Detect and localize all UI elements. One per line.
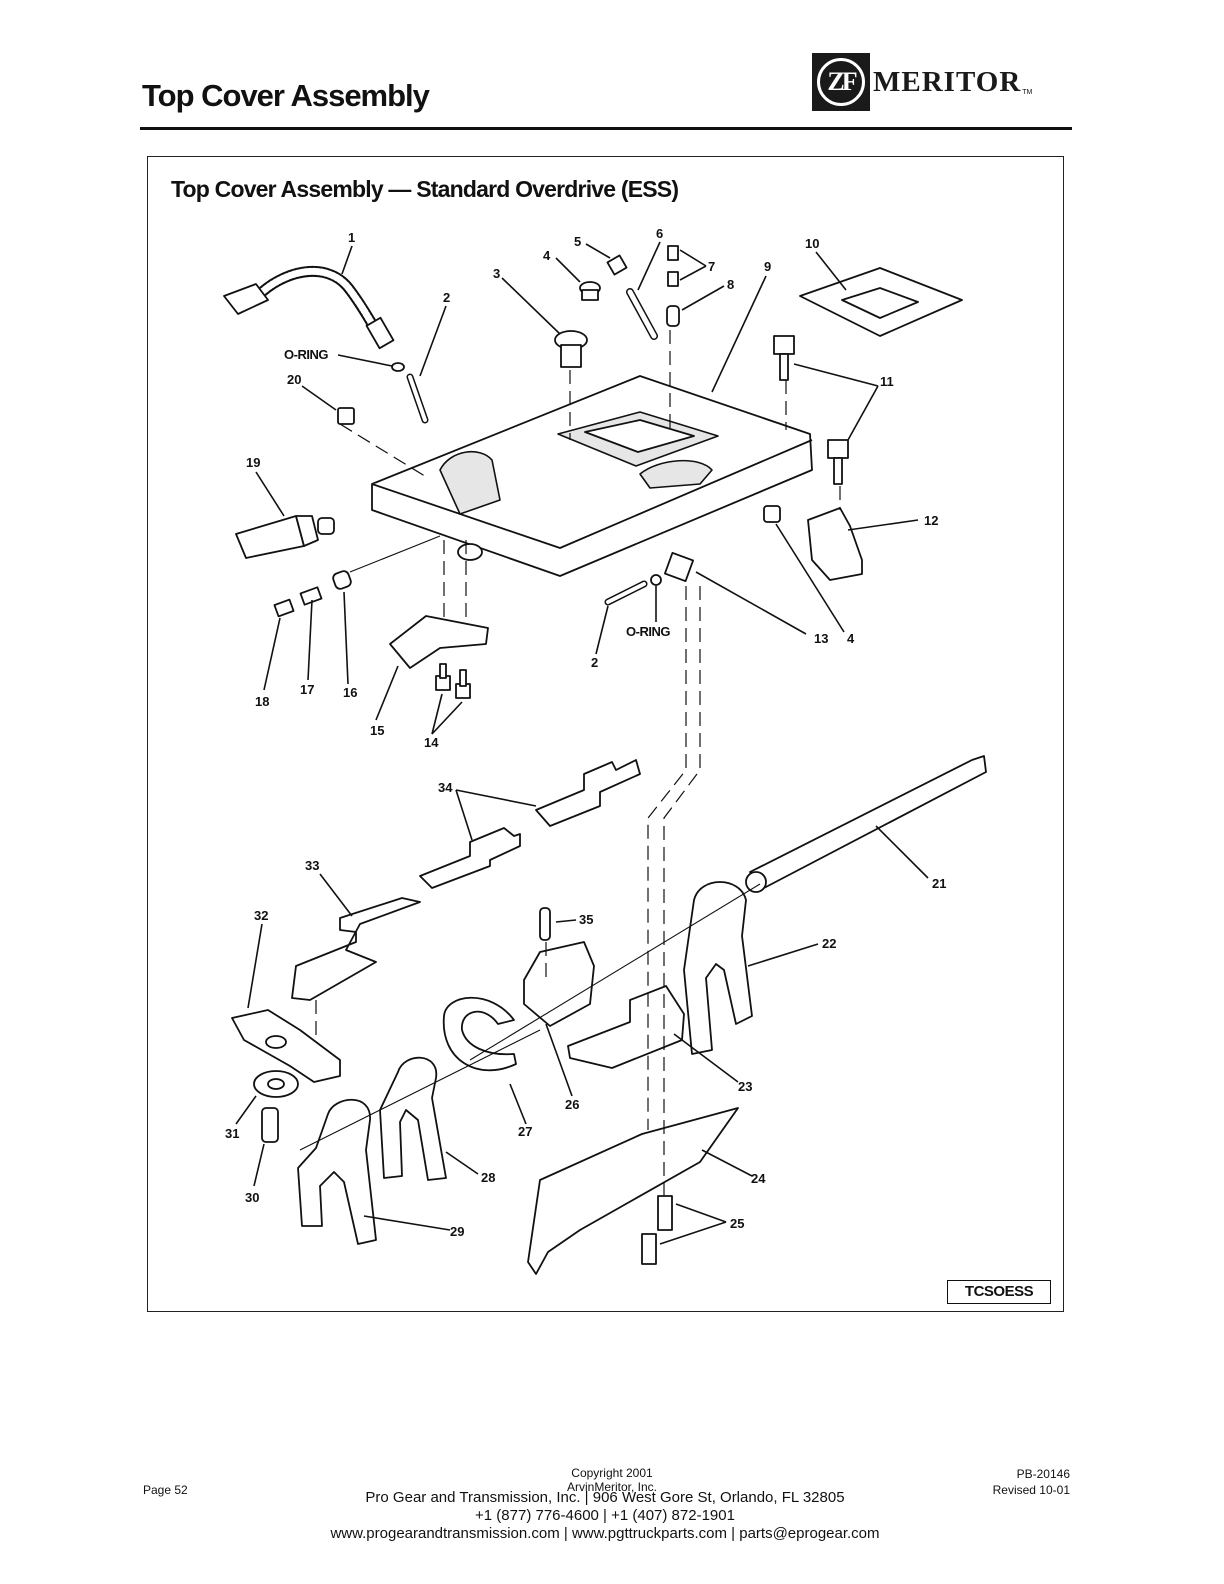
part-30-screw (261, 1107, 279, 1143)
callout-1: 1 (348, 230, 355, 245)
meritor-logo-word: MERITOR (873, 65, 1022, 98)
part-1-wiring-harness (223, 265, 395, 350)
figure-id-box: TCSOESS (947, 1280, 1051, 1304)
callout-4: 4 (543, 248, 551, 263)
callout-20: 20 (287, 372, 301, 387)
callout-3: 3 (493, 266, 500, 281)
part-4-plug (579, 281, 601, 301)
page-number: Page 52 (143, 1483, 188, 1497)
callout-9: 9 (764, 259, 771, 274)
callout-7: 7 (708, 259, 715, 274)
callout-33: 33 (305, 858, 319, 873)
callout-18: 18 (255, 694, 269, 709)
document-number: PB-20146 Revised 10-01 (960, 1466, 1070, 1498)
parts-16-18-detent (273, 535, 441, 618)
callout-30: 30 (245, 1190, 259, 1205)
callout-2b: 2 (591, 655, 598, 670)
part-20-plug (337, 407, 355, 425)
dealer-contact: Pro Gear and Transmission, Inc. | 906 We… (0, 1489, 1210, 1543)
page-title: Top Cover Assembly (142, 78, 430, 113)
callout-12: 12 (924, 513, 938, 528)
callout-26: 26 (565, 1097, 579, 1112)
part-13-plug (650, 552, 694, 586)
callout-22: 22 (822, 936, 836, 951)
part-3-breather (554, 330, 588, 368)
dealer-address: Pro Gear and Transmission, Inc. | 906 We… (365, 1489, 845, 1506)
part-21-shift-shaft (745, 755, 987, 893)
part-15-bracket (389, 615, 489, 669)
o-ring-label-bottom: O-RING (626, 624, 670, 639)
callout-11: 11 (880, 374, 894, 389)
assembly-dash-lines (299, 330, 841, 1196)
callout-6: 6 (656, 226, 663, 241)
part-9-top-cover (371, 375, 813, 577)
part-28-shift-fork (379, 1056, 447, 1181)
part-8-ball (666, 305, 680, 327)
dealer-phone: +1 (877) 776-4600 | +1 (407) 872-1901 (475, 1507, 735, 1524)
part-10-gasket (799, 267, 963, 337)
callout-21: 21 (932, 876, 946, 891)
trademark-mark: TM (1022, 89, 1033, 96)
part-4b-plug (763, 505, 781, 523)
callout-19: 19 (246, 455, 260, 470)
part-32-blocker-plate (231, 1009, 341, 1083)
callout-23: 23 (738, 1079, 752, 1094)
zf-meritor-logo: ZF MERITOR TM (812, 52, 1032, 112)
o-ring-label-top: O-RING (284, 347, 328, 362)
callout-4b: 4 (847, 631, 855, 646)
copyright: Copyright 2001 ArvinMeritor, Inc. (0, 1466, 1224, 1494)
zf-logo-letters: ZF (817, 58, 865, 106)
part-7-springs (667, 245, 679, 287)
part-14-bolts (435, 663, 471, 699)
zf-logo-mark: ZF (812, 53, 870, 111)
leader-lines (235, 241, 929, 1245)
callout-28: 28 (481, 1170, 495, 1185)
part-19-sealant-tube (235, 515, 335, 559)
part-5-cap (606, 254, 628, 276)
callout-24: 24 (751, 1171, 766, 1186)
callout-5: 5 (574, 234, 581, 249)
figure-title: Top Cover Assembly — Standard Overdrive … (171, 176, 679, 202)
part-26-yoke (523, 941, 595, 1027)
figure-frame (147, 156, 1064, 1312)
part-11-bolts (773, 335, 849, 485)
part-25-bolts (641, 1195, 673, 1265)
callout-32: 32 (254, 908, 268, 923)
callout-8: 8 (727, 277, 734, 292)
callout-27: 27 (518, 1124, 532, 1139)
revision-date: Revised 10-01 (992, 1483, 1070, 1497)
callout-29: 29 (450, 1224, 464, 1239)
part-12-bracket (807, 507, 863, 581)
o-ring-top (391, 362, 405, 372)
part-23-shift-block (567, 985, 685, 1069)
part-29-shift-fork (297, 1098, 377, 1245)
callout-2: 2 (443, 290, 450, 305)
callout-15: 15 (370, 723, 384, 738)
callout-16: 16 (343, 685, 357, 700)
callout-31: 31 (225, 1126, 239, 1141)
part-27-clip (442, 996, 517, 1072)
part-35-pin (539, 907, 551, 941)
callout-34: 34 (438, 780, 453, 795)
copyright-line-2: ArvinMeritor, Inc. (566, 1480, 658, 1494)
callout-17: 17 (300, 682, 314, 697)
part-22-shift-fork (683, 881, 753, 1055)
part-33-shift-bar (291, 897, 421, 1001)
callout-14: 14 (424, 735, 439, 750)
header-rule (140, 127, 1072, 130)
part-24-plate (527, 1107, 739, 1275)
part-34-shift-bars (419, 759, 641, 889)
callout-13: 13 (814, 631, 828, 646)
dealer-web: www.progearandtransmission.com | www.pgt… (330, 1525, 880, 1542)
callout-10: 10 (805, 236, 819, 251)
callout-35: 35 (579, 912, 593, 927)
copyright-line-1: Copyright 2001 (571, 1466, 653, 1480)
callout-25: 25 (730, 1216, 744, 1231)
doc-number: PB-20146 (1016, 1467, 1070, 1481)
